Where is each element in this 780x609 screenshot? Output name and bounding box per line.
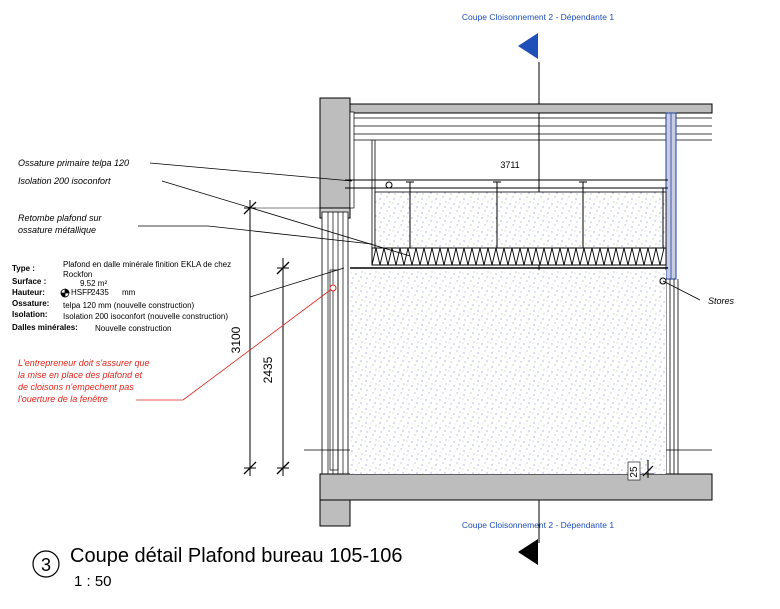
prop-surface-value: 9.52 m² [80,279,107,288]
dimension-height-ceiling [249,258,345,476]
warning-line3: de cloisons n'empechent pas [18,382,134,392]
room-space [350,270,666,474]
section-mark-bottom-label[interactable]: Coupe Cloisonnement 2 - Dépendante 1 [462,520,614,530]
properties-tag: Type : Plafond en dalle minérale finitio… [12,260,231,333]
prop-type-label: Type : [12,264,35,273]
roof-slab [319,97,713,141]
prop-hauteur-tag: HSFP [71,288,92,297]
prop-dalles-value: Nouvelle construction [95,324,171,333]
view-title[interactable]: Coupe détail Plafond bureau 105-106 [70,545,402,567]
dimension-small [627,460,654,481]
window-frame [321,211,349,475]
insulation-band [350,247,668,269]
prop-hauteur-unit: mm [122,288,136,297]
prop-dalles-label: Dalles minérales: [12,323,78,332]
view-number-circle [32,550,60,578]
primary-framing [345,179,668,248]
right-wall [665,112,679,474]
prop-type-value-1: Plafond en dalle minérale finition EKLA … [63,260,231,269]
insulation-zone [374,191,667,249]
annotation-stores: Stores [708,296,735,306]
dimension-height-total-label: 3100 [229,326,243,353]
annotation-ossature-primaire: Ossature primaire telpa 120 [18,158,129,168]
prop-hauteur-value: 2435 [91,288,109,297]
view-scale: 1 : 50 [74,573,112,590]
prop-isolation-value: Isolation 200 isoconfort (nouvelle const… [63,312,228,321]
warning-line2: la mise en place des plafond et [18,370,143,380]
stores-blind [659,277,701,301]
prop-isolation-label: Isolation: [12,310,48,319]
annotation-isolation: Isolation 200 isoconfort [18,176,111,186]
title-block: 3 Coupe détail Plafond bureau 105-106 1 … [32,545,402,590]
warning-line4: l'ouerture de la fenêtre [18,394,108,404]
warning-note: L'entrepreneur doit s'assurer que la mis… [18,358,150,404]
warning-line1: L'entrepreneur doit s'assurer que [18,358,150,368]
section-arrow-top-icon[interactable] [518,33,538,59]
section-mark-top-label[interactable]: Coupe Cloisonnement 2 - Dépendante 1 [462,12,614,22]
annotation-leaders [136,162,411,401]
dimension-width-label: 3711 [500,160,519,170]
prop-hauteur-label: Hauteur: [12,288,45,297]
prop-ossature-value: telpa 120 mm (nouvelle construction) [63,301,195,310]
prop-surface-label: Surface : [12,277,46,286]
annotation-retombe-line2: ossature métallique [18,225,96,235]
prop-type-value-2: Rockfon [63,270,92,279]
section-arrow-bottom-icon[interactable] [518,539,538,565]
view-number: 3 [41,555,51,575]
prop-ossature-label: Ossature: [12,299,49,308]
dimension-small-label: 25 [629,466,640,478]
dimension-height-ceiling-label: 2435 [261,356,275,383]
annotation-retombe-line1: Retombe plafond sur [18,213,103,223]
